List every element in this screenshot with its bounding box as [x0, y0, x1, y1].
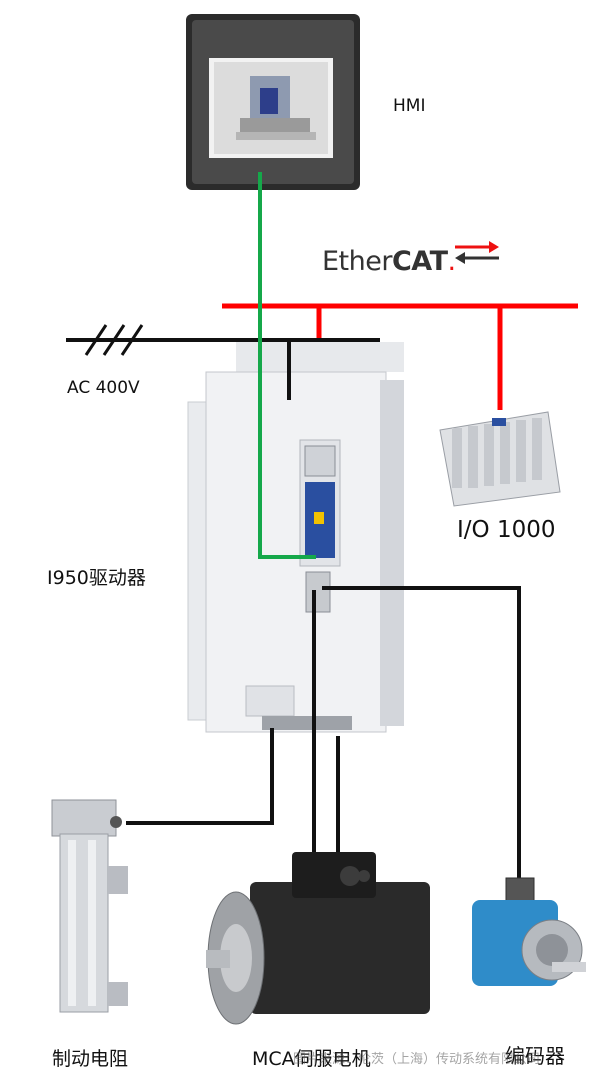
io-1000-label: I/O 1000	[457, 517, 556, 543]
hmi-ethernet-link	[258, 172, 316, 559]
i950-drive-label: I950驱动器	[47, 567, 146, 589]
servo-motor-label: MCA伺服电机	[252, 1048, 371, 1070]
hmi-label: HMI	[393, 96, 426, 116]
i950-drive	[187, 342, 404, 733]
hmi-device	[186, 14, 360, 190]
mca-servo-motor	[206, 852, 430, 1025]
encoder-label: 编码器	[505, 1044, 565, 1068]
three-phase-symbol	[84, 324, 144, 356]
io-1000-module	[439, 411, 561, 507]
brake-resistor-label: 制动电阻	[52, 1048, 129, 1070]
image-source-watermark: 图片来源：伦茨（上海）传动系统有限公司	[293, 1052, 541, 1067]
encoder	[472, 877, 586, 986]
ethercat-logo-ether: Ether	[322, 246, 392, 277]
drive-wiring	[126, 340, 521, 880]
ethercat-logo-dot: .	[447, 246, 457, 277]
brake-resistor	[51, 799, 128, 1013]
ethercat-arrows-icon	[455, 241, 499, 264]
ac-400v-label: AC 400V	[67, 378, 140, 398]
ethercat-logo: EtherCAT.	[322, 246, 456, 277]
ethercat-logo-cat: CAT	[391, 246, 448, 277]
